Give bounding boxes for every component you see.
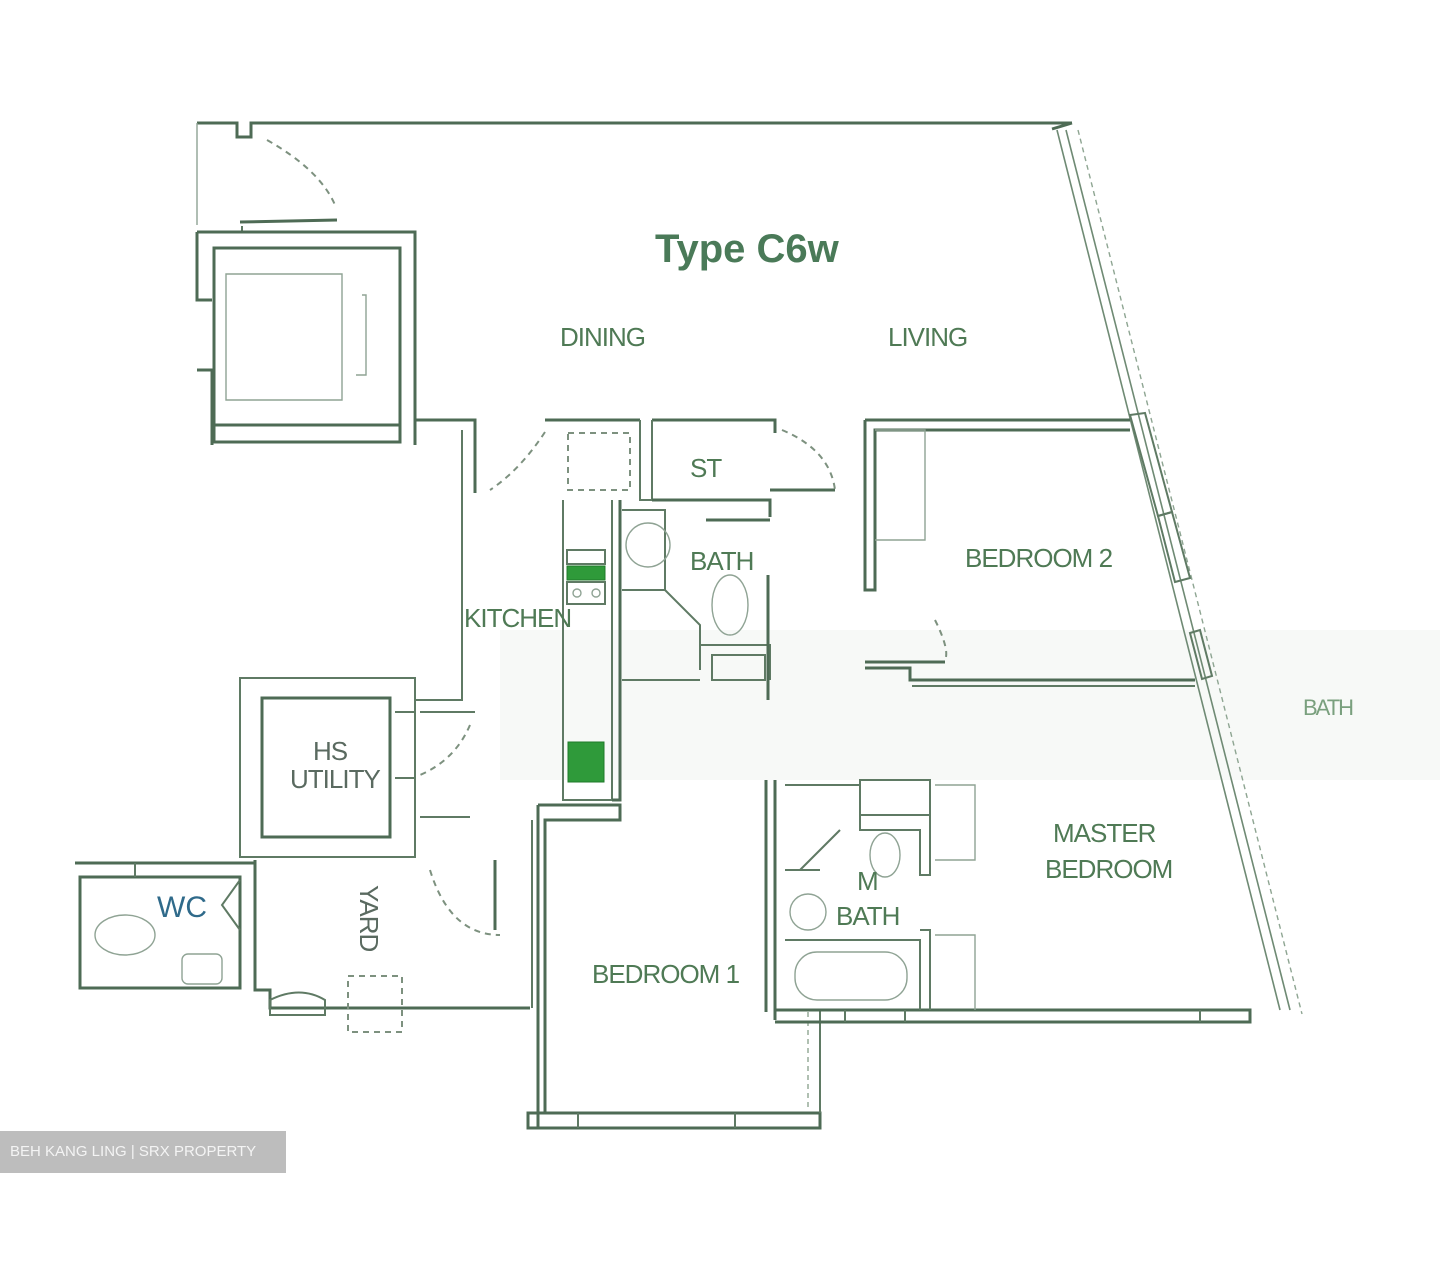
label-master-line1: MASTER [1053,818,1156,848]
label-living: LIVING [888,322,967,352]
label-dining: DINING [560,322,645,352]
outer-walls [196,121,1303,1015]
yard [253,820,533,1033]
label-faint-duplicate: BATH [1303,695,1353,720]
label-hs: HS [313,736,348,766]
master-bath [773,779,1252,1024]
entrance-lobby [195,139,417,445]
hs-utility [239,677,416,858]
room-labels: Type C6w DINING LIVING ST BATH KITCHEN B… [157,227,1355,989]
label-bedroom-2: BEDROOM 2 [965,543,1113,573]
wc [75,861,257,990]
bedroom-1 [526,780,822,1130]
label-bath: BATH [690,546,753,576]
label-kitchen: KITCHEN [464,603,571,633]
store-and-bath [622,429,836,700]
label-wc: WC [157,891,207,924]
label-yard: YARD [354,885,384,952]
kitchen-area [415,418,777,818]
label-mbath-line2: BATH [836,901,899,931]
label-store: ST [690,453,722,483]
label-master-line2: BEDROOM [1045,854,1172,884]
label-utility: UTILITY [290,764,380,794]
watermark: BEH KANG LING | SRX PROPERTY [0,1131,286,1173]
scan-artifact-band [500,630,1440,780]
bedroom-2 [863,418,1195,687]
plan-title: Type C6w [655,227,840,271]
label-bedroom-1: BEDROOM 1 [592,959,740,989]
label-mbath-line1: M [857,866,878,896]
